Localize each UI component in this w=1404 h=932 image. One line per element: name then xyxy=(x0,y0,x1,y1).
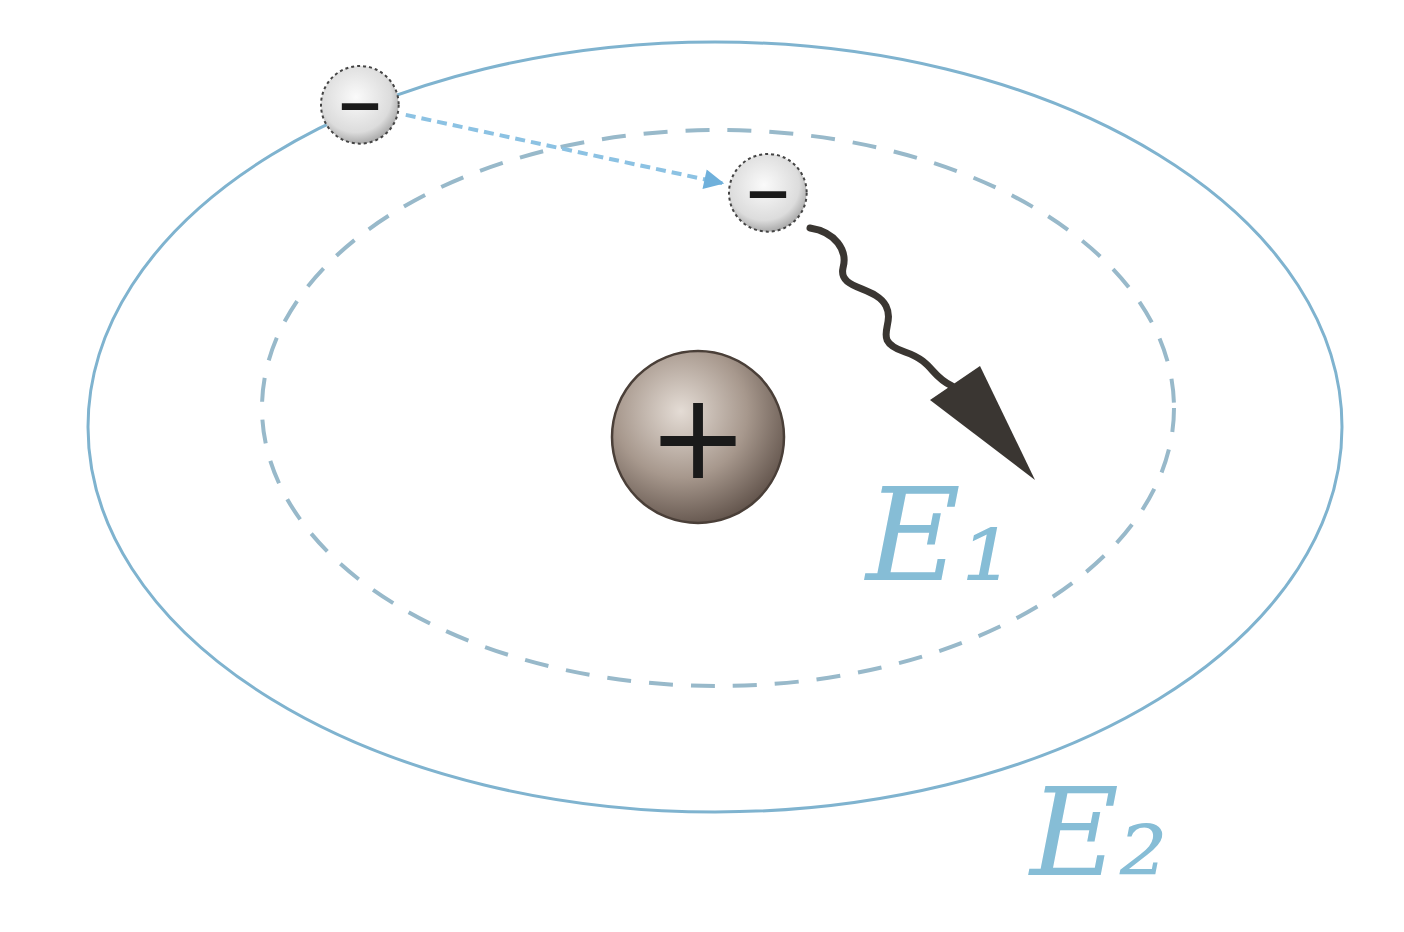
nucleus: + xyxy=(610,349,786,525)
electron: − xyxy=(319,64,401,146)
photon-wave xyxy=(810,228,952,386)
electron-sign: − xyxy=(336,76,385,134)
transition-arrow xyxy=(406,115,722,183)
electron: − xyxy=(727,152,809,234)
outer-orbit xyxy=(88,42,1342,812)
inner-orbit xyxy=(262,130,1174,686)
nucleus-circle xyxy=(612,351,784,523)
electron-circle xyxy=(729,154,807,232)
electron-circle xyxy=(321,66,399,144)
electron-sign: − xyxy=(744,164,793,222)
nucleus-sign: + xyxy=(648,377,749,497)
photon-arrowhead xyxy=(930,366,1035,480)
energy-level-label: E₂ xyxy=(1030,772,1168,894)
energy-level-label: E₁ xyxy=(866,470,1013,600)
